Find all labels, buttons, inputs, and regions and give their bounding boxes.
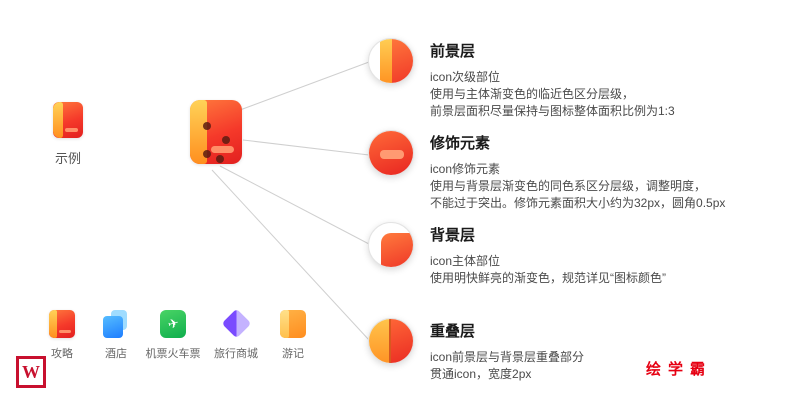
plane-icon: ✈ <box>165 314 181 333</box>
zoom-circle-decoration <box>368 130 414 176</box>
bottom-icon-tickets: ✈ 机票火车票 <box>137 310 209 361</box>
zoom-circle-overlap <box>368 318 414 364</box>
main-icon-foreground-layer <box>190 100 207 164</box>
annotation-title: 前景层 <box>430 43 476 60</box>
annotation-background-layer: 背景层 icon主体部位 使用明快鲜亮的渐变色，规范详见“图标颜色” <box>368 222 666 287</box>
travel-mall-icon <box>221 308 252 339</box>
annotation-title: 重叠层 <box>430 323 476 340</box>
annotation-line: icon次级部位 <box>430 70 501 84</box>
annotation-overlap-layer: 重叠层 icon前景层与背景层重叠部分 贯通icon，宽度2px <box>368 318 584 383</box>
bottom-icon-hotel: 酒店 <box>80 310 152 361</box>
hotel-icon <box>103 310 129 338</box>
annotation-title: 背景层 <box>430 227 476 244</box>
annotation-line: 前景层面积尽量保持与图标整体面积比例为1:3 <box>430 104 675 118</box>
annotation-line: icon前景层与背景层重叠部分 <box>430 350 585 364</box>
annotation-line: 使用明快鲜亮的渐变色，规范详见“图标颜色” <box>430 271 666 285</box>
zoom-circle-background <box>368 222 414 268</box>
annotation-line: 不能过于突出。修饰元素面积大小约为32px，圆角0.5px <box>430 196 726 210</box>
bottom-icon-label: 游记 <box>282 348 304 360</box>
annotation-title: 修饰元素 <box>430 135 491 152</box>
example-block: 示例 <box>48 102 88 167</box>
marker-dot <box>216 155 224 163</box>
bottom-icon-guide: 攻略 <box>26 310 98 361</box>
marker-dot <box>222 136 230 144</box>
bottom-icon-label: 旅行商城 <box>214 348 258 360</box>
brand-watermark: 绘学霸 <box>646 361 713 378</box>
bottom-icon-mall: 旅行商城 <box>200 308 272 361</box>
marker-dot <box>203 122 211 130</box>
example-label: 示例 <box>54 151 81 166</box>
example-icon-foreground <box>53 102 63 138</box>
annotation-decoration-element: 修饰元素 icon修饰元素 使用与背景层渐变色的同色系区分层级，调整明度， 不能… <box>368 130 725 212</box>
site-logo: W <box>16 356 46 388</box>
guide-icon <box>49 310 75 338</box>
zoom-circle-foreground <box>368 38 414 84</box>
annotation-line: icon修饰元素 <box>430 162 501 176</box>
main-icon-decoration-element <box>210 146 234 154</box>
travel-notes-icon <box>280 310 306 338</box>
main-icon <box>190 100 242 164</box>
annotation-line: 贯通icon，宽度2px <box>430 367 532 381</box>
bottom-icon-notes: 游记 <box>257 310 329 361</box>
marker-dot <box>203 150 211 158</box>
bottom-icon-label: 攻略 <box>51 348 73 360</box>
bottom-icon-label: 机票火车票 <box>145 348 201 360</box>
example-icon-decoration <box>65 127 79 132</box>
annotation-line: icon主体部位 <box>430 254 501 268</box>
bottom-icon-label: 酒店 <box>105 348 127 360</box>
annotation-foreground-layer: 前景层 icon次级部位 使用与主体渐变色的临近色区分层级， 前景层面积尽量保持… <box>368 38 675 120</box>
annotation-line: 使用与背景层渐变色的同色系区分层级，调整明度， <box>430 179 707 193</box>
flight-train-ticket-icon: ✈ <box>160 310 186 338</box>
example-app-icon <box>53 102 83 138</box>
annotation-line: 使用与主体渐变色的临近色区分层级， <box>430 87 635 101</box>
